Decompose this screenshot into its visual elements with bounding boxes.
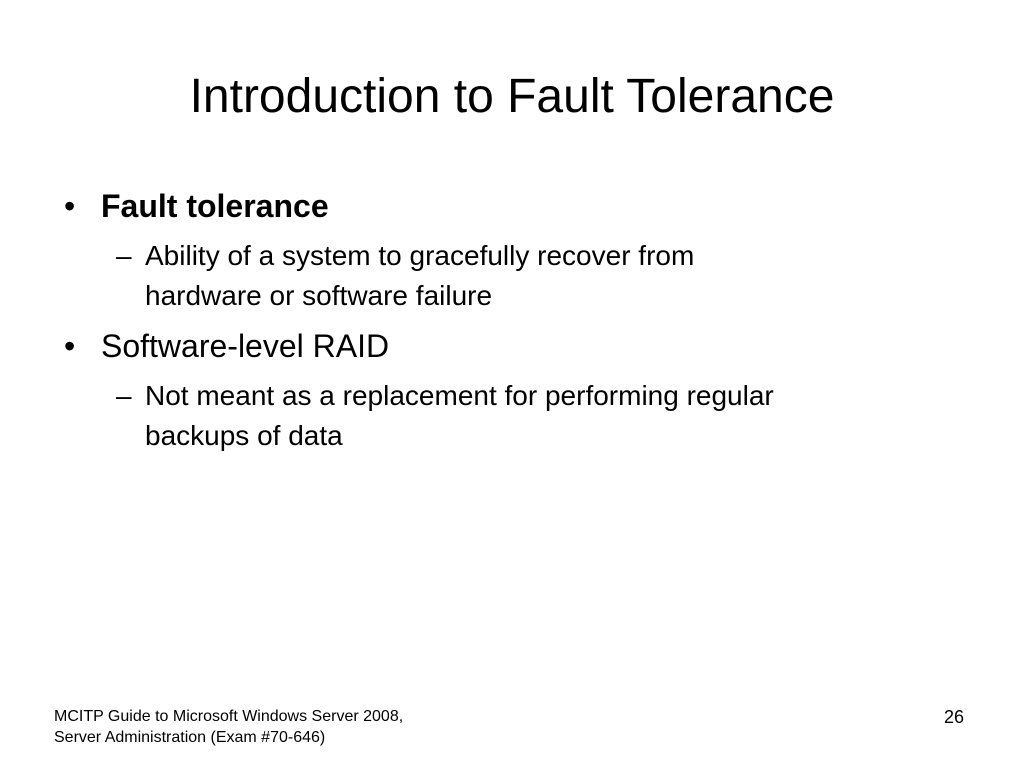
sub-bullet-marker: – <box>116 240 132 271</box>
sub-bullet-line: backups of data <box>145 420 343 451</box>
bullet-item: • Fault tolerance <box>60 186 960 226</box>
slide-content: • Fault tolerance – Ability of a system … <box>60 186 960 466</box>
slide-title: Introduction to Fault Tolerance <box>189 70 835 123</box>
bullet-text: Fault tolerance <box>101 188 329 224</box>
sub-bullet-line: Not meant as a replacement for performin… <box>145 380 774 411</box>
footer-line: MCITP Guide to Microsoft Windows Server … <box>54 708 404 725</box>
sub-bullet-marker: – <box>116 380 132 411</box>
footer-text: MCITP Guide to Microsoft Windows Server … <box>54 706 403 748</box>
bullet-item: • Software-level RAID <box>60 326 960 366</box>
sub-bullet-item: – Not meant as a replacement for perform… <box>60 376 960 456</box>
bullet-text: Software-level RAID <box>101 328 390 364</box>
page-number: 26 <box>943 707 964 727</box>
bullet-marker: • <box>64 188 76 224</box>
sub-bullet-item: – Ability of a system to gracefully reco… <box>60 236 960 316</box>
sub-bullet-line: Ability of a system to gracefully recove… <box>145 240 695 271</box>
bullet-marker: • <box>64 328 76 364</box>
footer-line: Server Administration (Exam #70-646) <box>54 729 326 746</box>
sub-bullet-line: hardware or software failure <box>145 280 493 311</box>
